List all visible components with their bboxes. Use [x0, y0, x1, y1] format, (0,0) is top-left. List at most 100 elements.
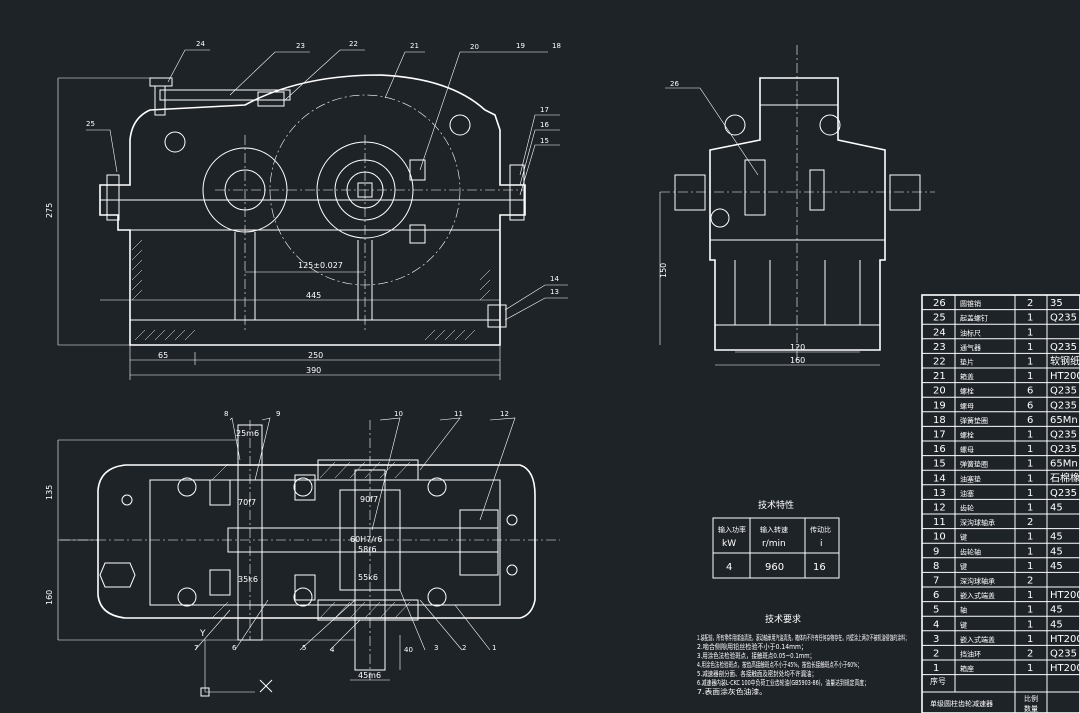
- bom-cell-no: 13: [933, 488, 946, 499]
- bom-cell-no: 3: [933, 634, 939, 645]
- spec-header-ratio: 传动比: [810, 525, 831, 534]
- bom-cell-qty: 1: [1027, 357, 1033, 368]
- bom-cell-name: 嵌入式端盖: [960, 635, 995, 644]
- bom-cell-no: 24: [933, 327, 946, 338]
- spec-header-power: 输入功率: [718, 525, 746, 534]
- bom-cell-qty: 2: [1027, 649, 1033, 660]
- requirement-line-4: 4.用涂色法检验斑点，按齿高接触斑点不小于45%，按齿长接触斑点不小于60%；: [697, 660, 862, 669]
- dim-plan-40: 40: [404, 646, 413, 654]
- dim-plan-58r6: 58r6: [358, 545, 377, 554]
- leader-11: 11: [454, 410, 463, 418]
- leader-22: 22: [349, 40, 358, 48]
- bom-cell-material: 35: [1050, 298, 1063, 309]
- bom-cell-qty: 1: [1027, 532, 1033, 543]
- bom-cell-name: 齿轮: [960, 504, 974, 513]
- leader-9: 9: [276, 410, 280, 418]
- requirements-title: 技术要求: [765, 613, 801, 625]
- bom-cell-no: 11: [933, 517, 946, 528]
- bom-cell-material: 65Mn: [1050, 415, 1078, 426]
- leader-4: 4: [330, 646, 335, 654]
- leader-3: 3: [434, 644, 438, 652]
- bom-cell-qty: 2: [1027, 517, 1033, 528]
- bom-cell-no: 16: [933, 444, 946, 455]
- bom-cell-name: 通气器: [960, 343, 981, 352]
- dim-front-250: 250: [308, 351, 323, 360]
- bom-cell-no: 18: [933, 415, 946, 426]
- spec-value-speed: 960: [765, 562, 784, 573]
- bom-cell-no: 7: [933, 576, 939, 587]
- bom-cell-qty: 1: [1027, 503, 1033, 514]
- bom-cell-qty: 1: [1027, 605, 1033, 616]
- bom-cell-no: 14: [933, 473, 946, 484]
- leader-17: 17: [540, 106, 549, 114]
- leader-13: 13: [550, 288, 559, 296]
- bom-cell-qty: 1: [1027, 327, 1033, 338]
- requirement-line-6: 6.减速器内装L-CKC 100中负荷工业齿轮油(GB5903-86)，油量达到…: [697, 678, 869, 687]
- bom-cell-qty: 1: [1027, 444, 1033, 455]
- bom-cell-no: 5: [933, 605, 939, 616]
- leader-18: 18: [552, 42, 561, 50]
- bom-cell-name: 螺栓: [960, 431, 974, 440]
- bom-cell-material: 45: [1050, 532, 1063, 543]
- bom-title-block: 单级圆柱齿轮减速器: [930, 699, 993, 708]
- bom-cell-no: 2: [933, 649, 939, 660]
- spec-unit-rpm: r/min: [762, 539, 786, 549]
- bom-cell-qty: 1: [1027, 590, 1033, 601]
- spec-table: [712, 517, 840, 579]
- spec-table-title: 技术特性: [758, 499, 794, 511]
- bom-cell-name: 螺母: [960, 401, 974, 410]
- leader-12: 12: [500, 410, 509, 418]
- bom-title-right-2: 数量: [1024, 704, 1038, 713]
- leader-8: 8: [224, 410, 228, 418]
- bom-cell-no: 17: [933, 430, 946, 441]
- bom-cell-no: 23: [933, 342, 946, 353]
- bom-cell-qty: 1: [1027, 663, 1033, 674]
- bom-cell-material: 45: [1050, 619, 1063, 630]
- bom-cell-name: 箱盖: [960, 372, 974, 381]
- bom-cell-material: Q235: [1050, 430, 1077, 441]
- dim-plan-60h7r6: 60H7/r6: [350, 535, 382, 544]
- dim-side-120: 120: [790, 343, 805, 352]
- bom-cell-qty: 1: [1027, 634, 1033, 645]
- spec-unit-i: i: [820, 539, 823, 549]
- requirement-line-7: 7.表面涂灰色油漆。: [697, 687, 767, 696]
- spec-value-ratio: 16: [813, 562, 826, 573]
- bom-cell-name: 油塞垫: [960, 474, 981, 483]
- bom-cell-qty: 1: [1027, 619, 1033, 630]
- bom-cell-no: 4: [933, 619, 939, 630]
- leader-26: 26: [670, 80, 679, 88]
- dim-plan-90f7: 90f7: [360, 495, 378, 504]
- axis-y-label: Y: [199, 629, 206, 639]
- bom-cell-material: 65Mn: [1050, 459, 1078, 470]
- bom-cell-no: 10: [933, 532, 946, 543]
- bom-cell-material: 45: [1050, 561, 1063, 572]
- bom-cell-name: 键: [960, 620, 967, 629]
- bom-cell-qty: 1: [1027, 561, 1033, 572]
- bom-cell-no: 1: [933, 663, 939, 674]
- requirement-line-5: 5.减速器剖分面、各接触面及密封处均不许漏油；: [697, 669, 817, 678]
- bom-cell-no: 25: [933, 313, 946, 324]
- leader-21: 21: [410, 42, 419, 50]
- bom-cell-material: Q235: [1050, 342, 1077, 353]
- dim-front-390: 390: [306, 366, 321, 375]
- bom-cell-no: 6: [933, 590, 939, 601]
- bom-cell-name: 起盖螺钉: [960, 314, 988, 323]
- bom-cell-name: 弹簧垫圈: [960, 460, 988, 469]
- bom-cell-qty: 1: [1027, 313, 1033, 324]
- front-view: [57, 49, 568, 380]
- bom-cell-name: 螺栓: [960, 387, 974, 396]
- dim-front-445: 445: [306, 291, 321, 300]
- side-view: [659, 45, 935, 366]
- bom-footer-label: 序号: [930, 676, 946, 686]
- bom-cell-qty: 6: [1027, 400, 1033, 411]
- leader-25: 25: [86, 120, 95, 128]
- leader-2: 2: [462, 644, 466, 652]
- leader-15: 15: [540, 137, 549, 145]
- bom-cell-qty: 1: [1027, 342, 1033, 353]
- bom-cell-name: 挡油环: [960, 650, 981, 659]
- leader-24: 24: [196, 40, 205, 48]
- bom-cell-name: 轴: [960, 606, 967, 615]
- requirement-line-1: 1.装配前，所有零件用煤油清洗，滚动轴承用汽油清洗，箱体内不许有任何杂物存在。内…: [697, 633, 909, 642]
- dim-front-65: 65: [158, 351, 168, 360]
